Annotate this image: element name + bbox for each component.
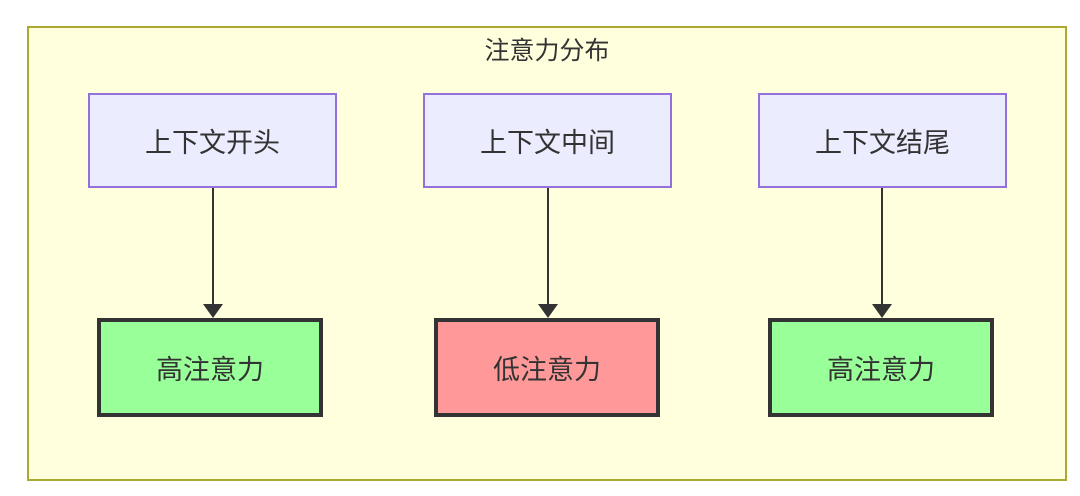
node-high-attention-right-label: 高注意力	[827, 355, 935, 385]
node-low-attention-label: 低注意力	[493, 355, 601, 385]
arrow-context-start-head-icon	[203, 304, 223, 318]
arrow-context-middle-line	[547, 188, 549, 305]
node-context-end: 上下文结尾	[758, 93, 1007, 188]
node-context-start-label: 上下文开头	[145, 128, 280, 158]
node-high-attention-right: 高注意力	[768, 318, 994, 417]
diagram-title: 注意力分布	[484, 37, 610, 65]
node-context-start: 上下文开头	[88, 93, 337, 188]
node-context-middle: 上下文中间	[423, 93, 672, 188]
node-context-middle-label: 上下文中间	[480, 128, 615, 158]
arrow-context-end-head-icon	[872, 304, 892, 318]
attention-distribution-subgraph: 注意力分布 上下文开头 高注意力 上下文中间 低注意力 上下文结尾 高注意力	[27, 26, 1067, 481]
node-low-attention: 低注意力	[434, 318, 660, 417]
node-high-attention-left: 高注意力	[97, 318, 323, 417]
node-high-attention-left-label: 高注意力	[156, 355, 264, 385]
arrow-context-end-line	[881, 188, 883, 305]
arrow-context-start-line	[212, 188, 214, 305]
arrow-context-middle-head-icon	[538, 304, 558, 318]
node-context-end-label: 上下文结尾	[815, 128, 950, 158]
